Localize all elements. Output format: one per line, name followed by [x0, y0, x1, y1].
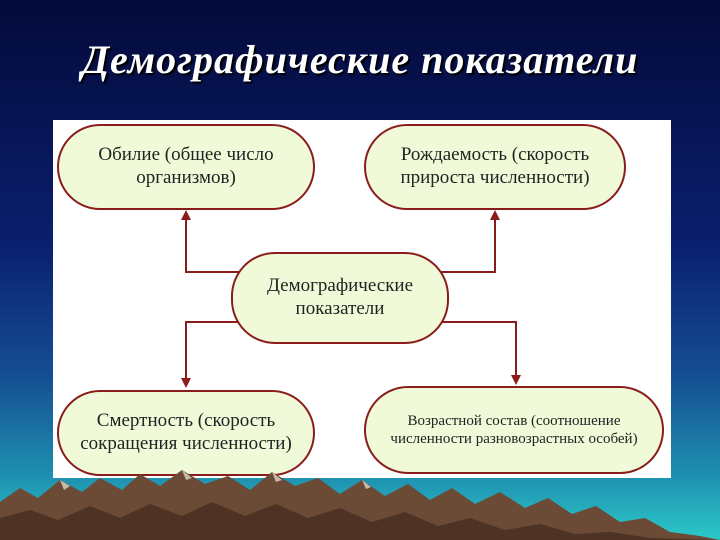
node-age-structure-label: Возрастной состав (соотношение численнос…	[390, 413, 638, 447]
node-birth-rate-label: Рождаемость (скорость прироста численнос…	[400, 144, 590, 188]
slide-title: Демографические показатели	[81, 37, 639, 82]
node-center-label: Демографические показатели	[266, 275, 414, 319]
node-abundance: Обилие (общее число организмов)	[57, 124, 315, 210]
node-birth-rate: Рождаемость (скорость прироста численнос…	[364, 124, 626, 210]
node-mortality: Смертность (скорость сокращения численно…	[57, 390, 315, 476]
arrow-to-birth-rate	[439, 210, 500, 273]
node-age-structure: Возрастной состав (соотношение численнос…	[364, 386, 664, 474]
diagram-panel: Обилие (общее число организмов) Рождаемо…	[53, 120, 671, 478]
arrow-to-age-structure	[439, 321, 521, 385]
node-mortality-label: Смертность (скорость сокращения численно…	[80, 410, 292, 454]
connector-arrows	[181, 210, 521, 388]
arrow-to-abundance	[181, 210, 241, 273]
mountain-range-decoration	[0, 470, 720, 540]
node-abundance-label: Обилие (общее число организмов)	[98, 144, 274, 188]
node-center: Демографические показатели	[231, 252, 449, 344]
arrow-to-mortality	[181, 321, 241, 388]
